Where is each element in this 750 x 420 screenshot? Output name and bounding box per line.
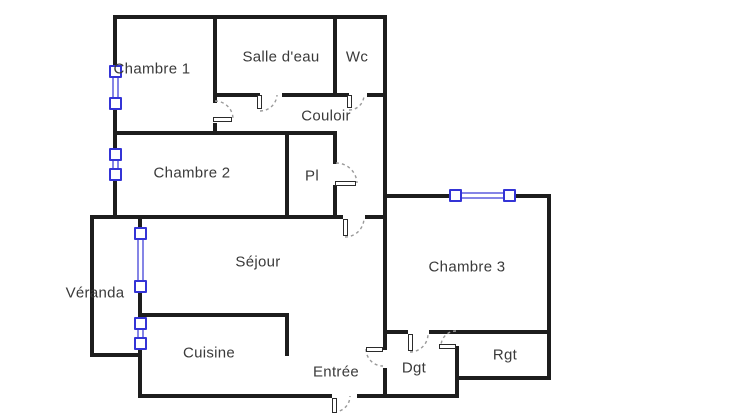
room-label-entree: Entrée: [313, 363, 359, 381]
room-label-veranda: Véranda: [65, 284, 125, 302]
door-leaf: [213, 117, 232, 122]
window-frame: [503, 189, 516, 202]
wall-segment: [455, 376, 551, 380]
window-frame: [449, 189, 462, 202]
door-leaf: [439, 344, 456, 349]
door-leaf: [335, 181, 356, 186]
wall-segment: [90, 215, 94, 357]
window-frame: [109, 65, 122, 78]
room-label-salle-deau: Salle d'eau: [242, 48, 320, 66]
door-leaf: [332, 398, 337, 413]
room-label-chambre-2: Chambre 2: [153, 164, 231, 182]
window-glazing: [137, 330, 144, 337]
wall-segment: [285, 313, 289, 356]
wall-segment: [365, 215, 387, 219]
door-leaf: [347, 95, 352, 108]
room-label-wc: Wc: [345, 48, 369, 66]
window-frame: [134, 337, 147, 350]
wall-segment: [333, 185, 337, 219]
door-swing-arc: [259, 94, 278, 112]
wall-segment: [282, 93, 349, 97]
wall-segment: [357, 394, 459, 398]
door-swing-arc: [335, 162, 358, 184]
door-leaf: [343, 219, 348, 236]
wall-segment: [333, 15, 337, 97]
room-label-sejour: Séjour: [235, 253, 281, 271]
room-label-rgt: Rgt: [492, 346, 518, 364]
wall-segment: [333, 131, 337, 164]
wall-segment: [383, 368, 387, 398]
door-leaf: [408, 334, 413, 351]
room-label-dgt: Dgt: [401, 359, 427, 377]
wall-segment: [213, 15, 217, 103]
wall-segment: [383, 330, 408, 334]
wall-segment: [213, 123, 217, 135]
wall-segment: [138, 215, 142, 398]
wall-segment: [547, 194, 551, 380]
window-frame: [109, 97, 122, 110]
door-leaf: [257, 95, 262, 109]
window-frame: [134, 317, 147, 330]
wall-segment: [138, 313, 289, 317]
room-label-chambre-3: Chambre 3: [428, 258, 506, 276]
wall-segment: [90, 353, 142, 357]
wall-segment: [429, 330, 551, 334]
window-glazing: [137, 240, 144, 280]
window-glazing: [112, 161, 119, 168]
wall-segment: [113, 131, 337, 135]
wall-segment: [455, 346, 459, 398]
window-frame: [134, 227, 147, 240]
wall-segment: [285, 131, 289, 219]
wall-segment: [213, 93, 260, 97]
window-frame: [109, 148, 122, 161]
room-label-couloir: Couloir: [301, 107, 351, 125]
wall-segment: [113, 15, 117, 219]
wall-segment: [383, 15, 387, 350]
wall-segment: [90, 215, 343, 219]
room-label-chambre-1: Chambre 1: [113, 60, 191, 78]
door-leaf: [366, 347, 383, 352]
window-frame: [134, 280, 147, 293]
wall-segment: [367, 93, 387, 97]
wall-segment: [138, 394, 332, 398]
window-glazing: [462, 192, 503, 199]
room-label-cuisine: Cuisine: [182, 344, 236, 362]
window-frame: [109, 168, 122, 181]
window-glazing: [112, 78, 119, 97]
room-label-pl: Pl: [305, 167, 319, 185]
wall-segment: [113, 15, 387, 19]
